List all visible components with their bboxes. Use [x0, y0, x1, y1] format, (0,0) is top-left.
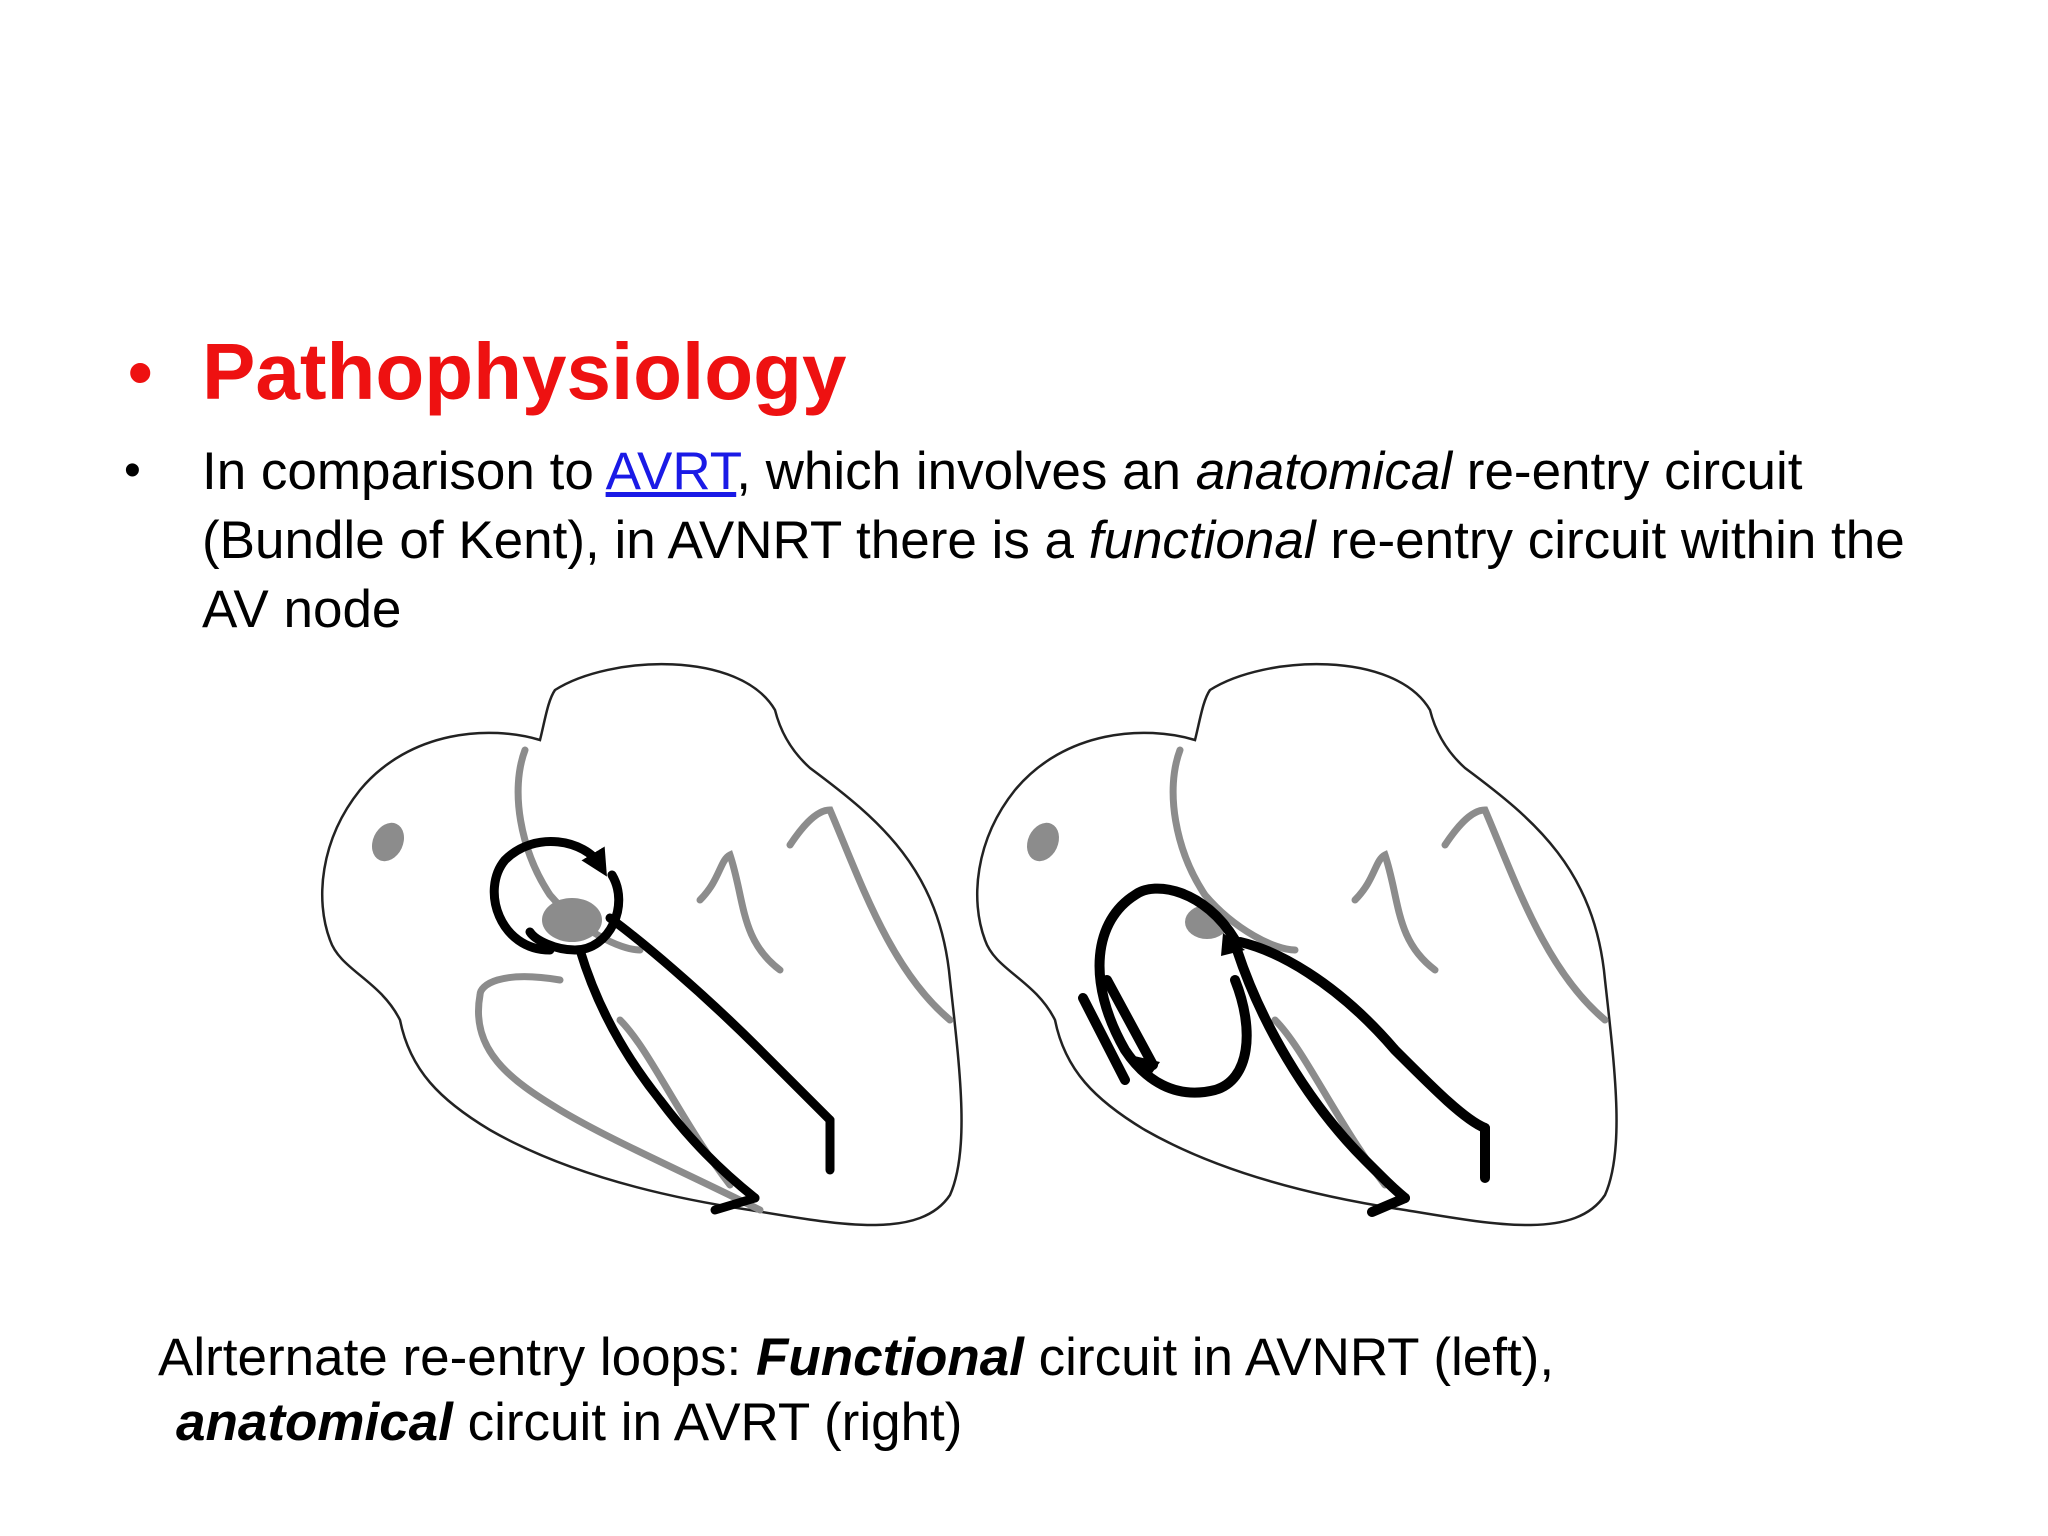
- circuit-arrow-icon: [1130, 1055, 1160, 1080]
- caption-line-2: anatomical circuit in AVRT (right): [158, 1390, 1554, 1455]
- sa-node-icon: [1026, 822, 1060, 862]
- body-text-1: In comparison to: [202, 442, 606, 501]
- caption-line-1: Alrternate re-entry loops: Functional ci…: [158, 1325, 1554, 1390]
- body-text-2: , which involves an: [736, 442, 1196, 501]
- emphasis-anatomical: anatomical: [1195, 442, 1453, 501]
- left-heart-functional-circuit: [321, 662, 963, 1227]
- body-text-3: re-entry circuit (Bundle of Kent), in AV…: [202, 442, 1803, 570]
- anatomical-circuit-path: [1078, 883, 1490, 1217]
- emphasis-functional: functional: [1088, 511, 1316, 570]
- caption-text: Alrternate re-entry loops:: [158, 1328, 756, 1387]
- sa-node-icon: [371, 822, 405, 862]
- circuit-arrow-icon: [1221, 933, 1245, 956]
- avrt-link[interactable]: AVRT: [605, 442, 737, 501]
- caption-emphasis-anatomical: anatomical: [176, 1393, 453, 1452]
- reentry-diagram: [321, 662, 1618, 1227]
- functional-circuit-path: [489, 837, 835, 1215]
- figure-caption: Alrternate re-entry loops: Functional ci…: [158, 1325, 1554, 1455]
- caption-text: circuit in AVNRT (left),: [1023, 1328, 1555, 1387]
- caption-emphasis-functional: Functional: [755, 1328, 1024, 1387]
- body-paragraph: In comparison to AVRT, which involves an…: [202, 437, 1982, 644]
- gray-conduction-lines: [475, 746, 954, 1214]
- bullet-icon: •: [128, 333, 153, 411]
- body-text-4: re-entry circuit within the AV node: [202, 511, 1905, 639]
- caption-text: circuit in AVRT (right): [452, 1393, 963, 1452]
- bullet-icon: •: [124, 444, 141, 497]
- right-heart-anatomical-circuit: [976, 662, 1618, 1227]
- slide-heading: Pathophysiology: [202, 327, 847, 416]
- av-node-icon: [542, 898, 602, 942]
- heart-outline: [976, 662, 1618, 1227]
